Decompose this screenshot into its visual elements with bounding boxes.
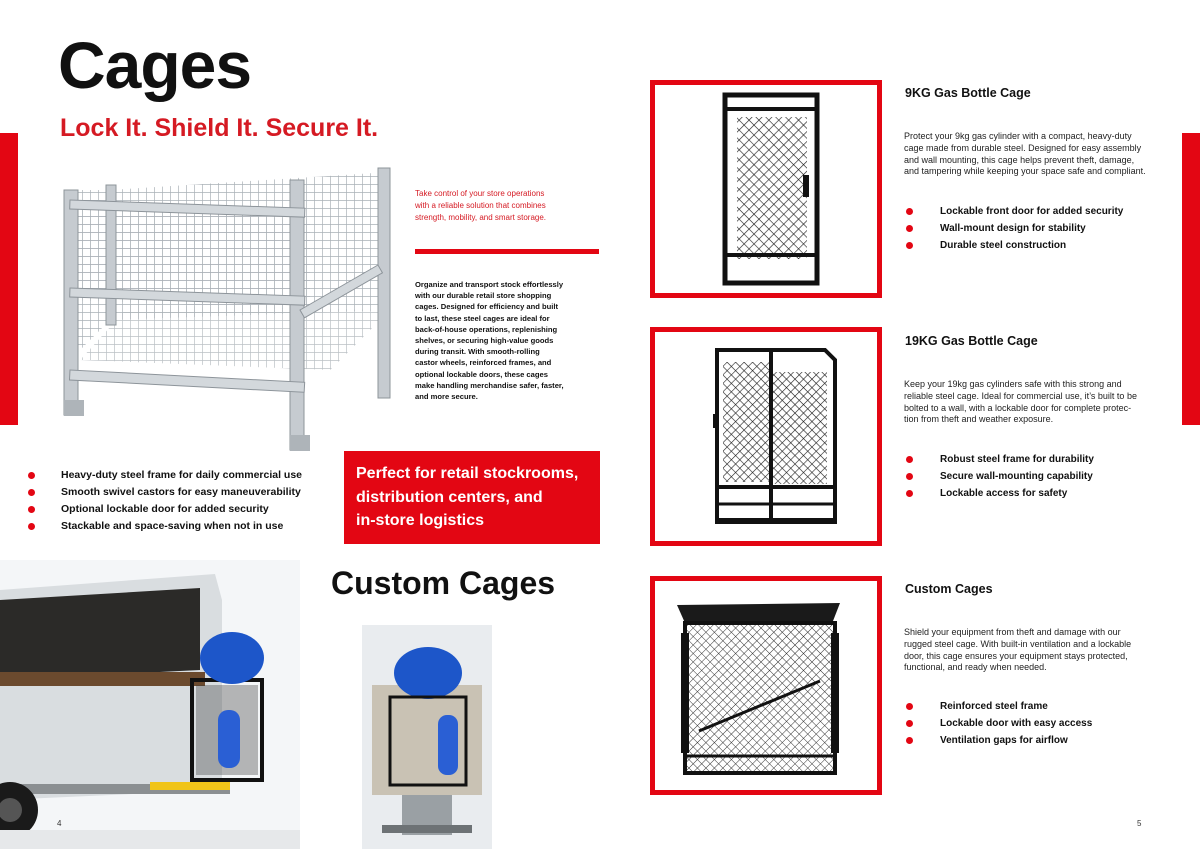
- bullet-dot-icon: [906, 473, 913, 480]
- bullet-dot-icon: [28, 506, 35, 513]
- description-line: to last, these steel cages are ideal for: [415, 313, 550, 323]
- list-item-label: Stackable and space-saving when not in u…: [61, 520, 284, 532]
- trailer-image: [0, 560, 300, 849]
- description-line: optional lockable doors, these cages: [415, 369, 548, 379]
- list-item: Heavy-duty steel frame for daily commerc…: [28, 467, 302, 484]
- section-body-line: cage made from durable steel. Designed f…: [904, 142, 1142, 153]
- section-body-line: Keep your 19kg gas cylinders safe with t…: [904, 379, 1122, 389]
- intro-text: Take control of your store operations wi…: [415, 188, 605, 224]
- bullet-dot-icon: [906, 737, 913, 744]
- description-line: during transit. With smooth-rolling: [415, 347, 540, 357]
- divider-rule: [415, 249, 599, 254]
- bullet-dot-icon: [906, 490, 913, 497]
- 9kg-cage-image-frame: [650, 80, 882, 298]
- list-item-label: Optional lockable door for added securit…: [61, 503, 269, 515]
- section-body-line: functional, and ready when needed.: [904, 662, 1047, 673]
- list-item: Lockable door with easy access: [906, 715, 1092, 732]
- section-body-line: and tampering while keeping your space s…: [904, 166, 1146, 177]
- cta-line: in-store logistics: [356, 512, 485, 529]
- feature-list: Lockable front door for added security W…: [906, 203, 1123, 254]
- feature-list: Robust steel frame for durability Secure…: [906, 451, 1094, 502]
- page-title: Cages: [58, 28, 252, 102]
- section-body-line: rugged steel cage. With built-in ventila…: [904, 638, 1132, 649]
- list-item-label: Heavy-duty steel frame for daily commerc…: [61, 469, 303, 481]
- list-item-label: Ventilation gaps for airflow: [940, 735, 1068, 746]
- bullet-dot-icon: [28, 489, 35, 496]
- bullet-dot-icon: [906, 456, 913, 463]
- list-item-label: Durable steel construction: [940, 240, 1067, 251]
- section-body-line: and wall mounting, this cage helps preve…: [904, 154, 1135, 165]
- section-body: Protect your 9kg gas cylinder with a com…: [904, 131, 1164, 178]
- list-item-label: Secure wall-mounting capability: [940, 471, 1093, 482]
- bullet-dot-icon: [906, 208, 913, 215]
- description-text: Organize and transport stock effortlessl…: [415, 279, 575, 402]
- list-item-label: Lockable access for safety: [940, 488, 1068, 499]
- list-item-label: Smooth swivel castors for easy maneuvera…: [61, 486, 301, 498]
- section-title: Custom Cages: [905, 582, 993, 596]
- intro-line: Take control of your store operations: [415, 189, 545, 198]
- bullet-dot-icon: [28, 472, 35, 479]
- trailer-rear-image: [362, 625, 492, 849]
- list-item: Durable steel construction: [906, 237, 1123, 254]
- list-item: Smooth swivel castors for easy maneuvera…: [28, 484, 302, 501]
- section-body-line: Shield your equipment from theft and dam…: [904, 627, 1121, 637]
- description-line: castor wheels, reinforced frames, and: [415, 358, 552, 368]
- bullet-dot-icon: [28, 523, 35, 530]
- description-line: Organize and transport stock effortlessl…: [415, 280, 564, 289]
- cta-line: Perfect for retail stockrooms,: [356, 465, 579, 482]
- retail-cage-image: [50, 160, 410, 460]
- list-item: Lockable access for safety: [906, 485, 1094, 502]
- section-body-line: tion from theft and weather exposure.: [904, 414, 1054, 425]
- list-item: Optional lockable door for added securit…: [28, 501, 302, 518]
- feature-list: Reinforced steel frame Lockable door wit…: [906, 698, 1092, 749]
- bullet-dot-icon: [906, 703, 913, 710]
- section-title: 9KG Gas Bottle Cage: [905, 86, 1031, 100]
- list-item: Stackable and space-saving when not in u…: [28, 518, 302, 535]
- section-body-line: Protect your 9kg gas cylinder with a com…: [904, 131, 1132, 141]
- right-accent-bar: [1182, 133, 1200, 425]
- intro-line: strength, mobility, and smart storage.: [415, 213, 547, 222]
- description-line: shelves, or securing high-value goods: [415, 336, 554, 346]
- list-item-label: Robust steel frame for durability: [940, 454, 1094, 465]
- list-item: Lockable front door for added security: [906, 203, 1123, 220]
- list-item: Secure wall-mounting capability: [906, 468, 1094, 485]
- section-body-line: bolted to a wall, with a lockable door f…: [904, 402, 1132, 413]
- section-body-line: reliable steel cage. Ideal for commercia…: [904, 390, 1137, 401]
- list-item-label: Lockable door with easy access: [940, 718, 1093, 729]
- feature-list: Heavy-duty steel frame for daily commerc…: [28, 467, 302, 535]
- list-item-label: Lockable front door for added security: [940, 206, 1124, 217]
- page-number-left: 4: [57, 819, 62, 828]
- section-title: 19KG Gas Bottle Cage: [905, 334, 1038, 348]
- section-body: Shield your equipment from theft and dam…: [904, 627, 1164, 674]
- page-number-right: 5: [1137, 819, 1142, 828]
- list-item: Reinforced steel frame: [906, 698, 1092, 715]
- description-line: back-of-house operations, replenishing: [415, 324, 558, 334]
- description-line: cages. Designed for efficiency and built: [415, 302, 559, 312]
- 19kg-cage-image-frame: [650, 327, 882, 546]
- list-item: Robust steel frame for durability: [906, 451, 1094, 468]
- description-line: with our durable retail store shopping: [415, 291, 552, 301]
- list-item: Ventilation gaps for airflow: [906, 732, 1092, 749]
- bullet-dot-icon: [906, 225, 913, 232]
- description-line: make handling merchandise safer, faster,: [415, 380, 564, 390]
- section-body: Keep your 19kg gas cylinders safe with t…: [904, 379, 1164, 426]
- cta-box: Perfect for retail stockrooms, distribut…: [344, 451, 600, 544]
- description-line: and more secure.: [415, 392, 478, 402]
- page-subtitle: Lock It. Shield It. Secure It.: [60, 114, 379, 142]
- intro-line: with a reliable solution that combines: [415, 201, 546, 210]
- section-body-line: door, this cage ensures your equipment s…: [904, 650, 1128, 661]
- left-accent-bar: [0, 133, 18, 425]
- bullet-dot-icon: [906, 720, 913, 727]
- cta-line: distribution centers, and: [356, 488, 543, 506]
- custom-cages-heading: Custom Cages: [331, 565, 556, 601]
- custom-cage-image-frame: [650, 576, 882, 795]
- list-item-label: Wall-mount design for stability: [940, 223, 1086, 234]
- bullet-dot-icon: [906, 242, 913, 249]
- list-item: Wall-mount design for stability: [906, 220, 1123, 237]
- list-item-label: Reinforced steel frame: [940, 701, 1048, 712]
